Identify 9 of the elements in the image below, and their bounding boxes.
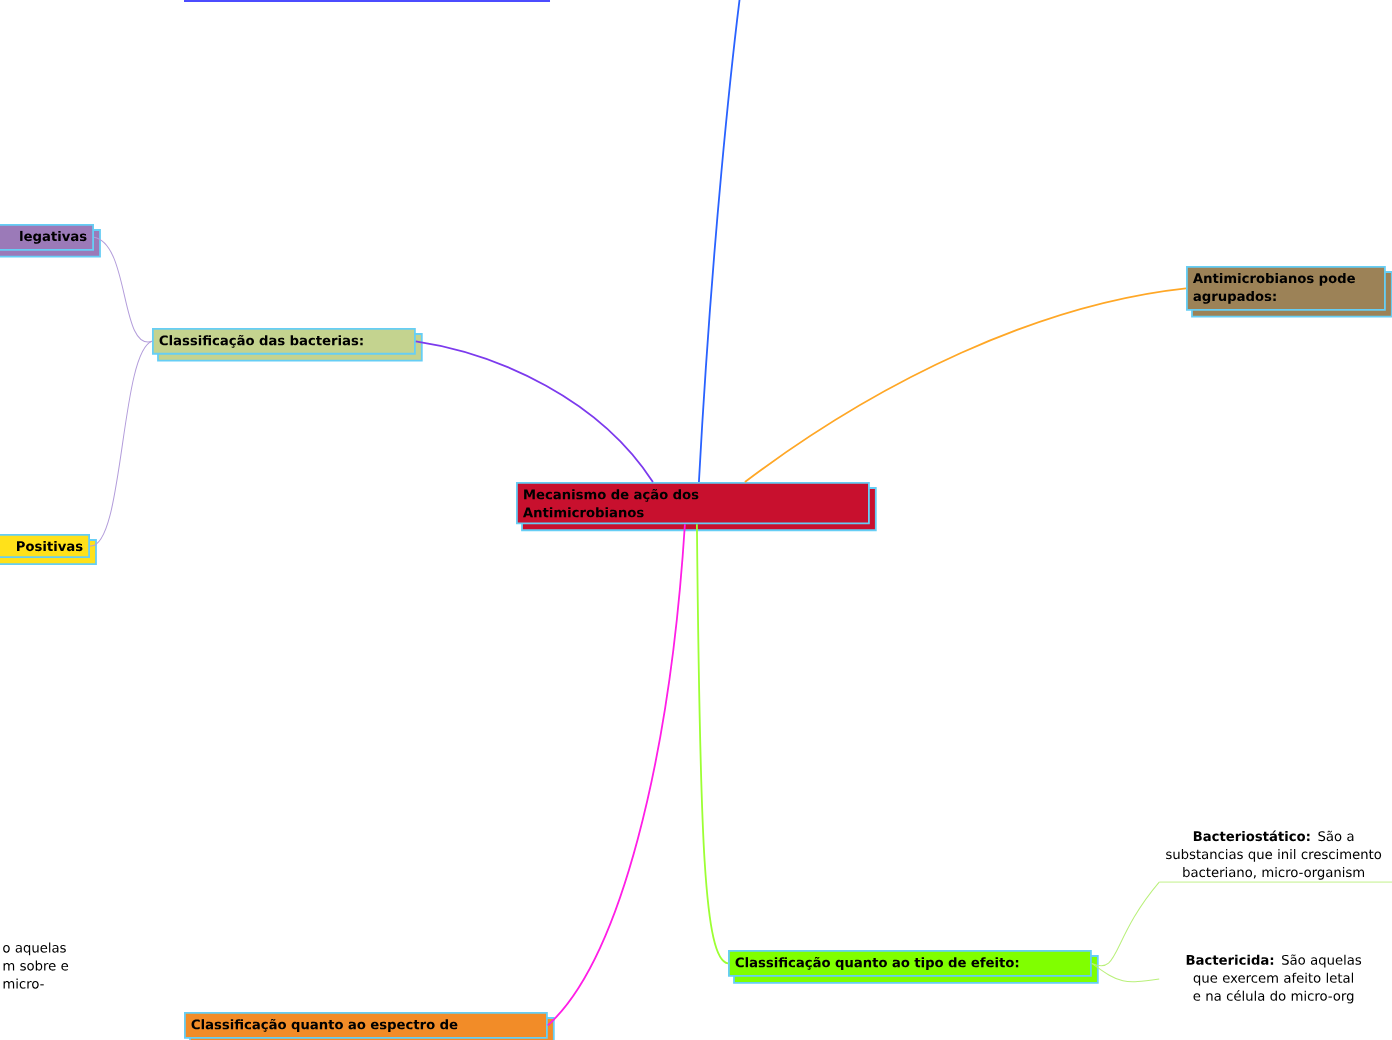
branch-line [1091, 962, 1160, 983]
branch-line [698, 0, 741, 483]
branch-line [546, 523, 686, 1027]
branch-line [414, 340, 654, 483]
branch-line [696, 523, 729, 965]
branch-line [1091, 881, 1160, 967]
branch-line [89, 340, 153, 547]
branch-line [93, 236, 153, 343]
branch-line [744, 287, 1187, 483]
